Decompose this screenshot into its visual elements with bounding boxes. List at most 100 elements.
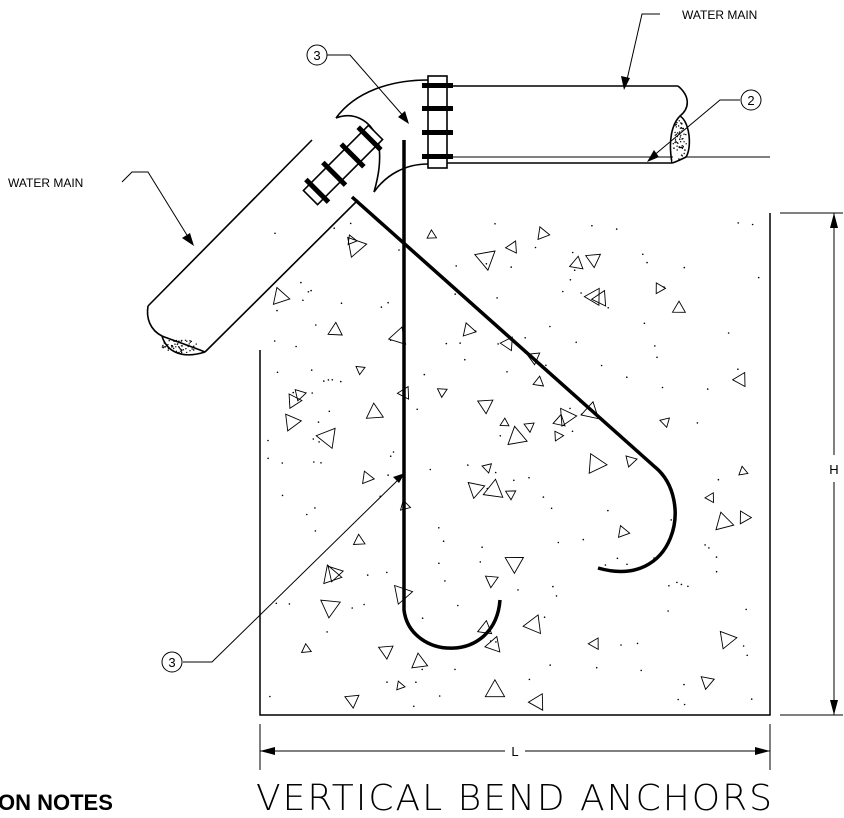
hatch-dot bbox=[167, 344, 169, 346]
aggregate-dot bbox=[302, 299, 304, 302]
aggregate-dot bbox=[313, 461, 315, 463]
aggregate-dot bbox=[351, 607, 354, 609]
aggregate-dot bbox=[513, 479, 515, 482]
flange-right bbox=[422, 75, 453, 169]
hatch-dot bbox=[176, 343, 178, 346]
hatch-dot bbox=[178, 340, 180, 342]
hatch-dot bbox=[182, 349, 185, 351]
hatch-dot bbox=[184, 344, 186, 346]
hatch-dot bbox=[676, 149, 678, 151]
aggregate-dot bbox=[389, 339, 392, 342]
aggregate-dot bbox=[464, 358, 466, 361]
aggregate-dot bbox=[626, 376, 628, 379]
hatch-dot bbox=[181, 345, 183, 347]
aggregate-dot bbox=[276, 309, 278, 312]
hatch-dot bbox=[172, 346, 174, 348]
aggregate-dot bbox=[349, 222, 352, 225]
aggregate-dot bbox=[389, 455, 392, 458]
aggregate-dot bbox=[481, 546, 483, 548]
aggregate-dot bbox=[442, 540, 445, 542]
aggregate-dot bbox=[595, 666, 598, 669]
aggregate-dot bbox=[273, 340, 276, 342]
aggregate-dot bbox=[438, 527, 440, 529]
hatch-dot bbox=[681, 123, 683, 125]
aggregate-dot bbox=[496, 297, 498, 299]
aggregate-triangle bbox=[362, 470, 376, 485]
aggregate-dot bbox=[416, 408, 419, 411]
aggregate-dot bbox=[580, 413, 583, 416]
aggregate-dot bbox=[680, 583, 683, 586]
aggregate-dot bbox=[670, 519, 672, 521]
length-dimension bbox=[259, 724, 771, 770]
aggregate-triangle bbox=[739, 510, 753, 525]
aggregate-dot bbox=[571, 251, 574, 254]
aggregate-dot bbox=[387, 301, 389, 304]
aggregate-triangle bbox=[532, 375, 545, 387]
aggregate-dot bbox=[615, 228, 618, 230]
aggregate-dot bbox=[517, 589, 519, 591]
aggregate-triangle bbox=[568, 255, 584, 270]
aggregate-triangle bbox=[655, 282, 667, 295]
hatch-dot bbox=[171, 345, 173, 347]
hatch-dot bbox=[674, 134, 676, 136]
aggregate-triangle bbox=[583, 287, 600, 306]
hatch-dot bbox=[681, 127, 683, 130]
aggregate-dot bbox=[607, 509, 609, 512]
hatch-dot bbox=[189, 341, 191, 343]
aggregate-dot bbox=[677, 698, 679, 701]
aggregate-dot bbox=[745, 608, 747, 611]
hatch-dot bbox=[175, 346, 177, 348]
hatch-dot bbox=[171, 346, 173, 348]
hatch-dot bbox=[181, 339, 183, 342]
length-dimension-arrows bbox=[260, 747, 770, 755]
aggregate-dot bbox=[486, 487, 489, 490]
hatch-dot bbox=[676, 122, 678, 124]
aggregate-dot bbox=[474, 330, 477, 332]
aggregate-dot bbox=[620, 644, 622, 646]
hatch-dot bbox=[675, 133, 678, 136]
aggregate-dot bbox=[696, 422, 699, 424]
aggregate-dot bbox=[457, 604, 459, 607]
aggregate-dot bbox=[591, 224, 593, 227]
aggregate-triangle bbox=[285, 413, 303, 432]
aggregate-dot bbox=[580, 292, 582, 294]
aggregate-dot bbox=[467, 464, 469, 466]
hatch-dot bbox=[685, 143, 687, 145]
aggregate-dot bbox=[528, 476, 530, 479]
hatch-dot bbox=[682, 138, 684, 140]
aggregate-dot bbox=[616, 557, 619, 560]
aggregate-dot bbox=[683, 266, 686, 269]
aggregate-dot bbox=[687, 585, 689, 588]
hatch-dot bbox=[680, 134, 682, 136]
aggregate-triangle bbox=[347, 234, 358, 246]
aggregate-dot bbox=[398, 249, 400, 251]
leader-lines bbox=[121, 13, 740, 663]
aggregate-triangle bbox=[327, 565, 345, 583]
aggregate-triangle bbox=[300, 642, 313, 654]
aggregate-dot bbox=[281, 494, 284, 497]
leader-arrowheads bbox=[182, 76, 659, 483]
aggregate-dot bbox=[742, 645, 745, 647]
hatch-dot bbox=[177, 346, 180, 348]
aggregate-dot bbox=[626, 563, 628, 566]
aggregate-dot bbox=[663, 286, 665, 288]
hatch-dot bbox=[678, 146, 680, 149]
hatch-dot bbox=[179, 348, 181, 350]
aggregate-triangle bbox=[499, 417, 510, 427]
aggregate-triangle bbox=[659, 417, 671, 429]
aggregate-dot bbox=[667, 610, 669, 612]
aggregate-dot bbox=[757, 276, 760, 279]
aggregate-dot bbox=[715, 570, 718, 573]
aggregate-triangle bbox=[272, 286, 291, 305]
aggregate-dot bbox=[600, 364, 603, 367]
aggregate-dot bbox=[683, 703, 686, 706]
aggregate-dot bbox=[318, 441, 320, 443]
aggregate-dot bbox=[333, 227, 336, 229]
hatch-dot bbox=[195, 343, 197, 345]
aggregate-triangle bbox=[462, 322, 477, 337]
aggregate-dot bbox=[320, 462, 322, 464]
aggregate-dot bbox=[386, 681, 388, 683]
aggregate-dot bbox=[281, 462, 284, 464]
aggregate-dot bbox=[274, 232, 276, 235]
aggregate-triangle bbox=[625, 455, 638, 468]
